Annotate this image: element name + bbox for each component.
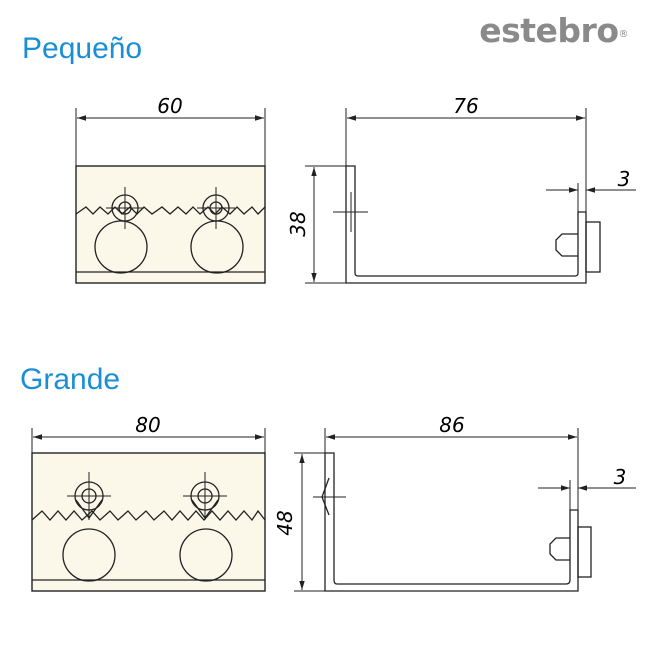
section-title-large: Grande: [20, 363, 121, 396]
small-front-plate: [75, 165, 266, 284]
large-side-depth-label: 86: [439, 413, 464, 437]
small-side-bolt-nut: [555, 233, 578, 257]
large-front-roller-right: [179, 528, 233, 582]
large-front-bolt-left: [67, 472, 111, 520]
large-side-bolt-head: [577, 526, 592, 578]
small-side-bracket-profile: [345, 165, 587, 284]
small-front-roller-left: [94, 220, 148, 274]
large-side-view: 86 48 3: [273, 413, 636, 592]
brand-logo: estebro®: [479, 12, 628, 50]
small-side-height-label: 38: [286, 211, 310, 236]
large-side-tooth-profile: [321, 477, 330, 516]
brand-name: estebro: [479, 11, 619, 50]
small-side-thickness-label: 3: [618, 167, 631, 191]
large-side-height-label: 48: [273, 510, 297, 535]
large-front-roller-left: [62, 528, 116, 582]
large-front-view: 80: [31, 413, 266, 592]
section-title-small: Pequeño: [22, 32, 143, 65]
large-side-bolt-nut: [549, 537, 570, 561]
small-front-view: 60: [75, 94, 266, 284]
small-side-bolt-head: [585, 221, 601, 273]
small-side-depth-label: 76: [453, 94, 478, 118]
brand-registered-mark: ®: [618, 29, 629, 40]
large-side-thickness-label: 3: [614, 465, 627, 489]
large-front-bolt-right: [183, 472, 227, 520]
large-front-width-label: 80: [135, 413, 160, 437]
large-front-ratchet-teeth: [31, 509, 266, 522]
large-front-plate: [31, 452, 266, 592]
large-side-bracket-profile: [324, 452, 579, 592]
small-front-width-label: 60: [157, 94, 182, 118]
small-front-roller-right: [190, 220, 244, 274]
small-side-view: 76 38 3: [286, 94, 636, 284]
small-front-ratchet-teeth: [75, 206, 266, 215]
